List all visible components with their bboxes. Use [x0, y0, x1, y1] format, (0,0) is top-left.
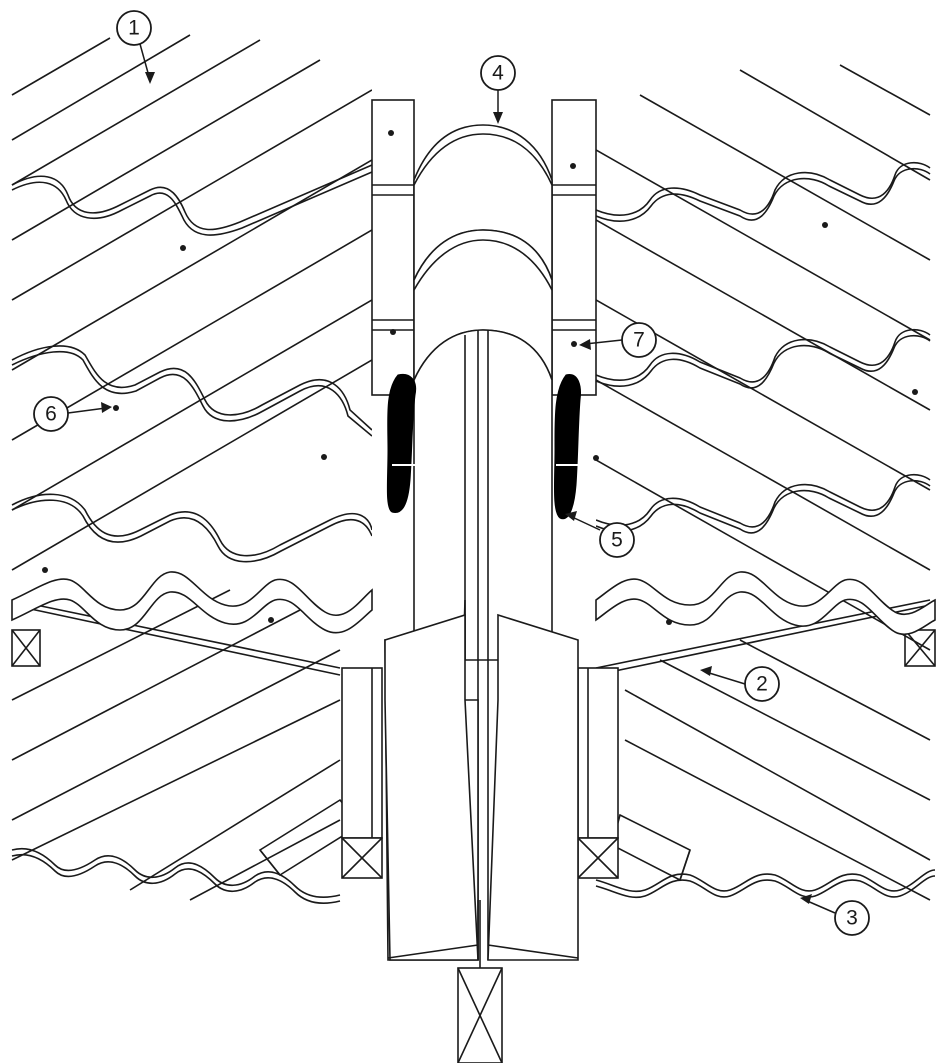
svg-text:4: 4 [492, 62, 504, 85]
svg-text:2: 2 [756, 673, 768, 696]
svg-text:1: 1 [128, 17, 140, 40]
front-tile-course [11, 571, 936, 636]
svg-text:7: 7 [633, 329, 645, 352]
lower-hip-cap [384, 599, 579, 961]
callout-2: 2 [744, 666, 780, 702]
right-roof-sheets [596, 64, 931, 651]
svg-text:5: 5 [611, 529, 623, 552]
ridge-capping [371, 99, 597, 960]
sealant-strips [386, 373, 581, 520]
callout-4: 4 [480, 55, 516, 91]
callout-5: 5 [599, 522, 635, 558]
svg-text:6: 6 [45, 403, 57, 426]
callout-7: 7 [621, 322, 657, 358]
leader-lines [67, 43, 836, 914]
left-roof-sheets [11, 34, 372, 571]
fasteners [42, 130, 918, 625]
lower-right-sheets [595, 629, 936, 901]
lower-left-sheets [11, 589, 362, 904]
svg-text:3: 3 [846, 907, 858, 930]
callout-3: 3 [834, 900, 870, 936]
hip-rafters [341, 667, 619, 1063]
callout-6: 6 [33, 396, 69, 432]
callout-1: 1 [116, 10, 152, 46]
